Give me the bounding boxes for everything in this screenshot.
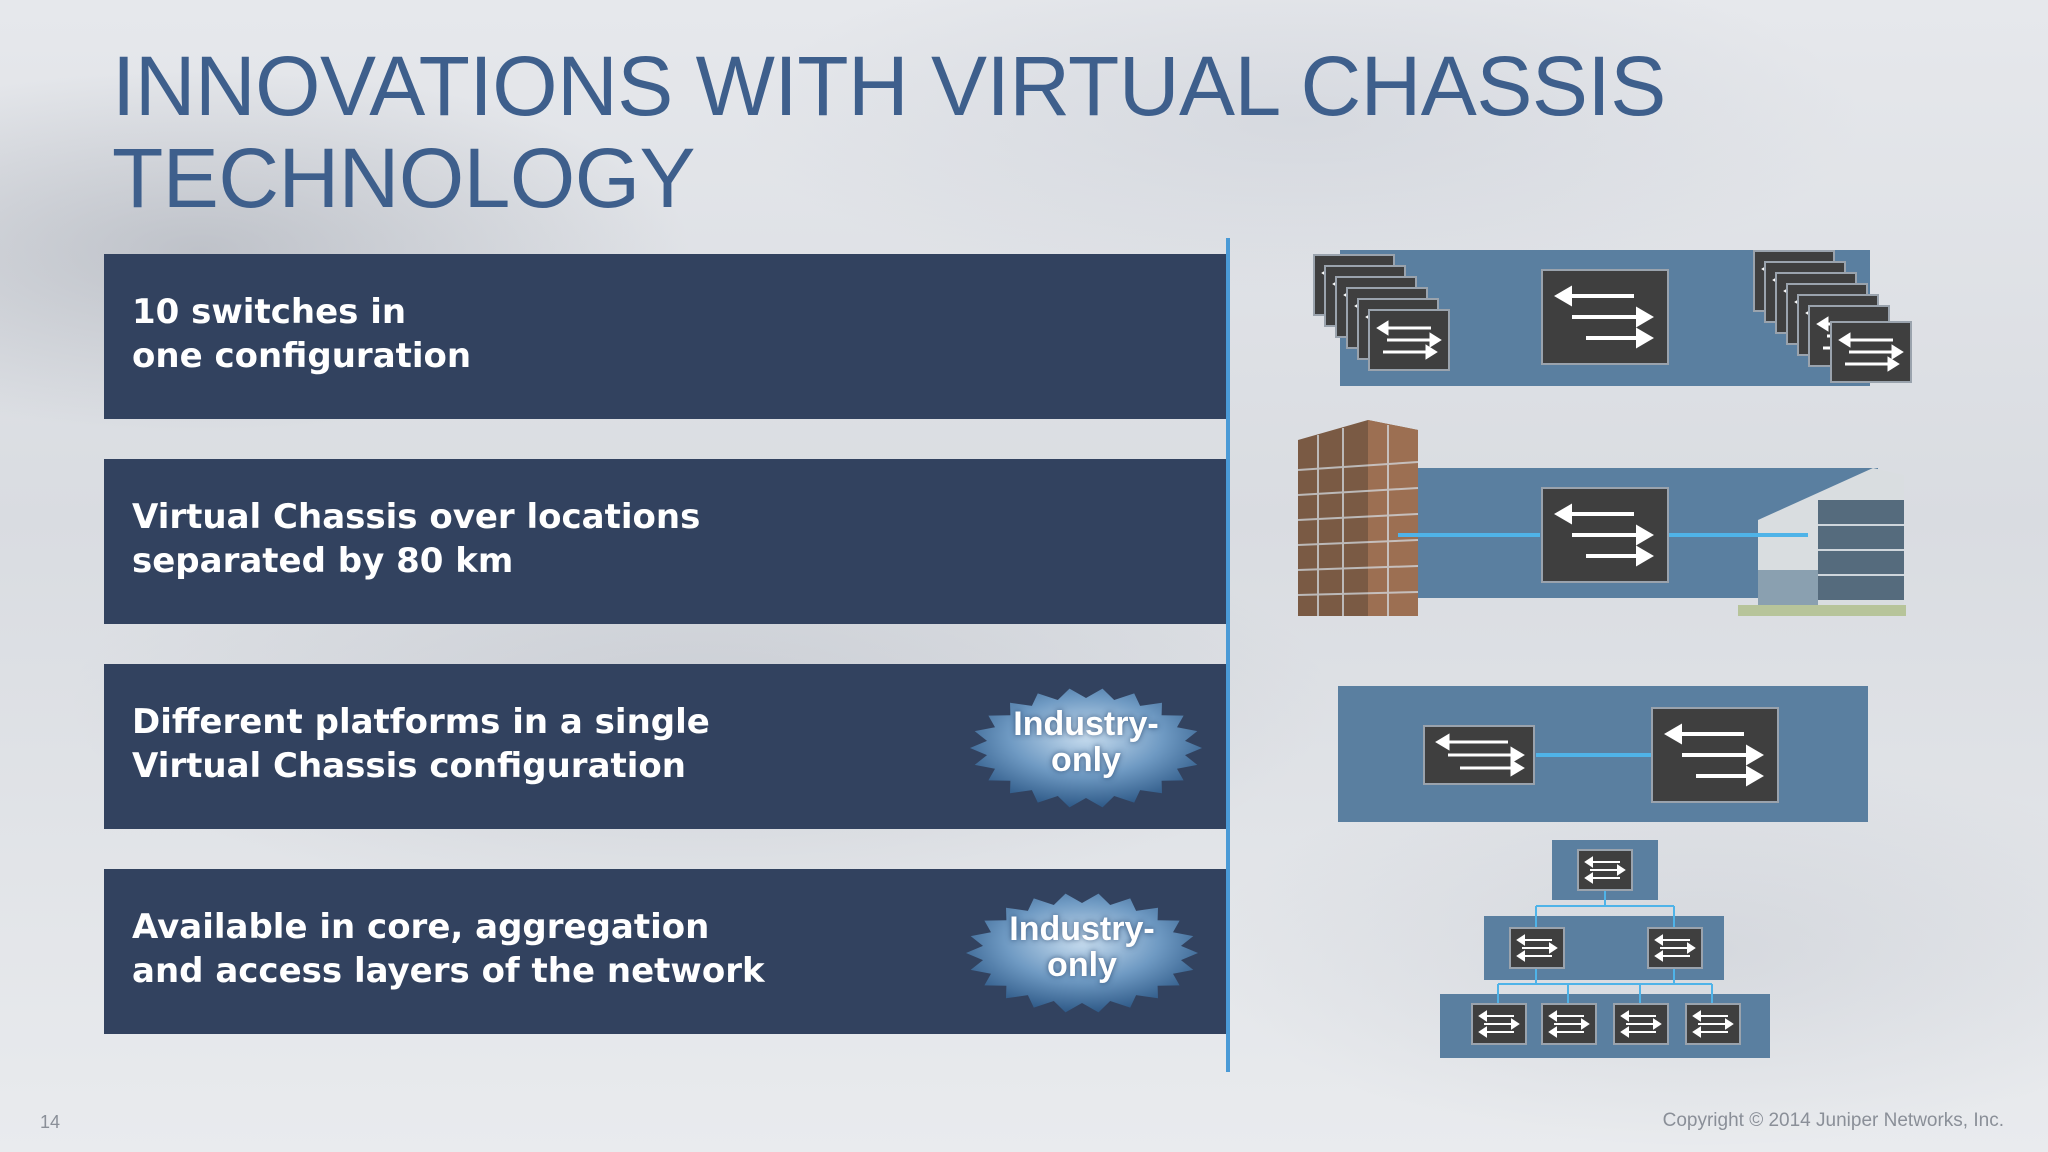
badge-line-2: only: [1047, 946, 1117, 984]
badge-text: Industry- only: [966, 706, 1206, 778]
switch-arrows-icon: [1540, 486, 1670, 584]
switch-arrows-icon: [1577, 849, 1633, 891]
stacked-switches-diagram: [1312, 249, 1913, 386]
platforms-diagram: [1338, 686, 1868, 822]
feature-box-3-line-1: Different platforms in a single: [132, 702, 710, 742]
slide-title: INNOVATIONS WITH VIRTUAL CHASSIS TECHNOL…: [112, 40, 1666, 224]
starburst-badge-icon: [966, 893, 1198, 1013]
switch-arrows-icon: [1613, 1003, 1669, 1045]
office-building-icon: [1738, 468, 1906, 616]
switch-arrows-icon: [1685, 1003, 1741, 1045]
divider-line: [1226, 238, 1230, 1072]
page-number: 14: [40, 1112, 61, 1132]
starburst-badge-icon: [970, 688, 1202, 808]
feature-box-1-line-1: 10 switches in: [132, 292, 407, 332]
switch-arrows-icon: [1540, 268, 1670, 366]
copyright-notice: Copyright © 2014 Juniper Networks, Inc.: [1662, 1110, 2004, 1131]
switch-arrows-icon: [1647, 927, 1703, 969]
feature-box-2: Virtual Chassis over locations separated…: [104, 459, 1228, 624]
feature-box-3-text: Different platforms in a single Virtual …: [132, 700, 710, 788]
feature-box-1: 10 switches in one configuration: [104, 254, 1228, 419]
industry-only-badge: Industry- only: [966, 686, 1206, 811]
feature-box-1-text: 10 switches in one configuration: [132, 290, 471, 378]
feature-box-4-line-1: Available in core, aggregation: [132, 907, 710, 947]
office-building-icon: [1298, 420, 1419, 616]
feature-box-4-text: Available in core, aggregation and acces…: [132, 905, 765, 993]
slide-title-line-2: TECHNOLOGY: [112, 131, 696, 225]
feature-box-2-line-1: Virtual Chassis over locations: [132, 497, 701, 537]
feature-box-4-line-2: and access layers of the network: [132, 951, 765, 991]
badge-line-1: Industry-: [1009, 910, 1155, 948]
switch-arrows-icon: [1541, 1003, 1597, 1045]
hierarchy-diagram: [1440, 840, 1770, 1058]
switch-arrows-icon: [1650, 706, 1780, 804]
feature-box-1-line-2: one configuration: [132, 336, 472, 376]
switch-arrows-icon: [1471, 1003, 1527, 1045]
feature-box-2-line-2: separated by 80 km: [132, 541, 514, 581]
switch-arrows-icon: [1423, 725, 1535, 785]
badge-text: Industry- only: [962, 911, 1202, 983]
industry-only-badge: Industry- only: [962, 891, 1202, 1016]
feature-box-3-line-2: Virtual Chassis configuration: [132, 746, 686, 786]
switch-arrows-icon: [1509, 927, 1565, 969]
feature-box-4: Available in core, aggregation and acces…: [104, 869, 1228, 1034]
link-lines: [1497, 890, 1713, 1004]
badge-line-2: only: [1051, 741, 1121, 779]
feature-box-3: Different platforms in a single Virtual …: [104, 664, 1228, 829]
slide-title-line-1: INNOVATIONS WITH VIRTUAL CHASSIS: [112, 39, 1666, 133]
locations-diagram: [1298, 420, 1906, 616]
badge-line-1: Industry-: [1013, 705, 1159, 743]
feature-box-2-text: Virtual Chassis over locations separated…: [132, 495, 700, 583]
